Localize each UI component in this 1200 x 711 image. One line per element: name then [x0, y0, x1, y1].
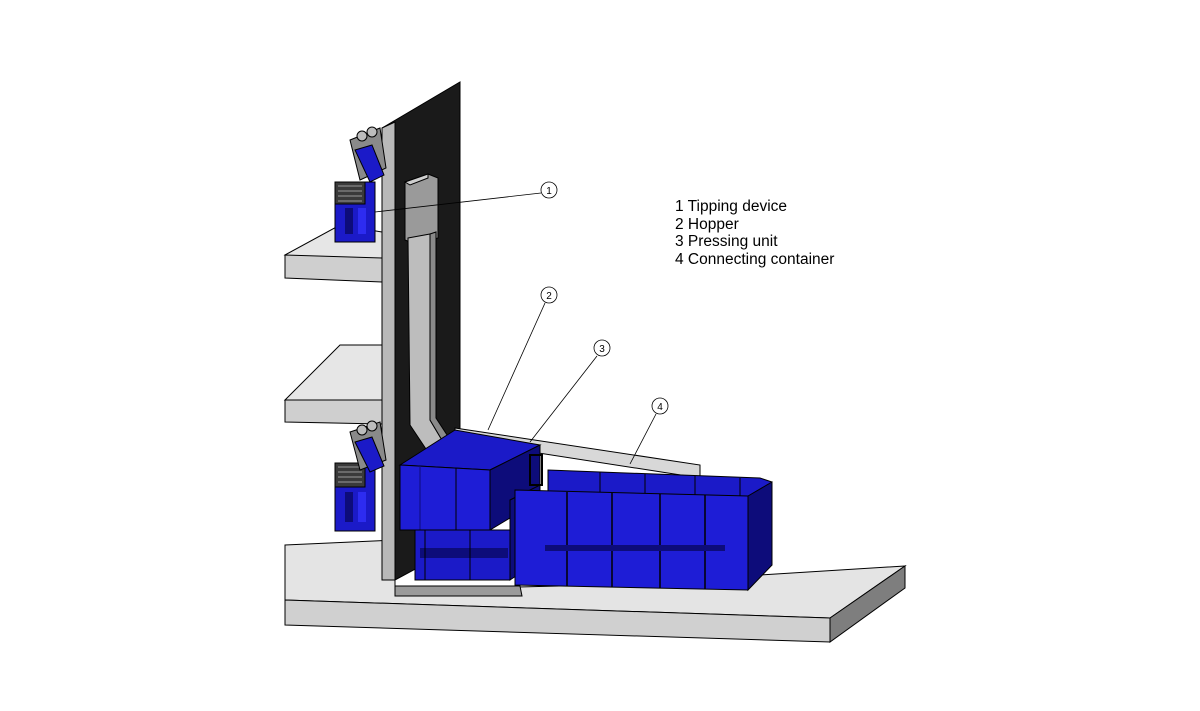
tipping-device-upper	[334, 126, 387, 243]
callout-2-number: 2	[546, 291, 552, 302]
hopper	[398, 429, 542, 531]
rail	[394, 585, 523, 597]
ground-slab	[284, 539, 907, 643]
callout-1-number: 1	[546, 186, 552, 197]
callout-4: 4	[651, 397, 669, 415]
callout-4-number: 4	[657, 402, 663, 413]
chute	[403, 173, 463, 471]
legend-item-connecting-container: 4 Connecting container	[675, 250, 835, 268]
legend-item-hopper: 2 Hopper	[675, 215, 739, 233]
legend-item-tipping-device: 1 Tipping device	[675, 198, 788, 215]
callout-2: 2	[540, 286, 558, 304]
connecting-container-front	[514, 454, 773, 592]
legend: 1 Tipping device 2 Hopper 3 Pressing uni…	[675, 198, 834, 268]
legend-item-pressing-unit: 3 Pressing unit	[675, 233, 778, 251]
callout-3-number: 3	[599, 344, 605, 355]
leader-lines	[374, 192, 657, 465]
tipping-device-lower	[334, 420, 387, 532]
middle-floor-slab	[283, 344, 383, 425]
callout-3: 3	[593, 339, 611, 357]
callout-1: 1	[540, 181, 558, 199]
